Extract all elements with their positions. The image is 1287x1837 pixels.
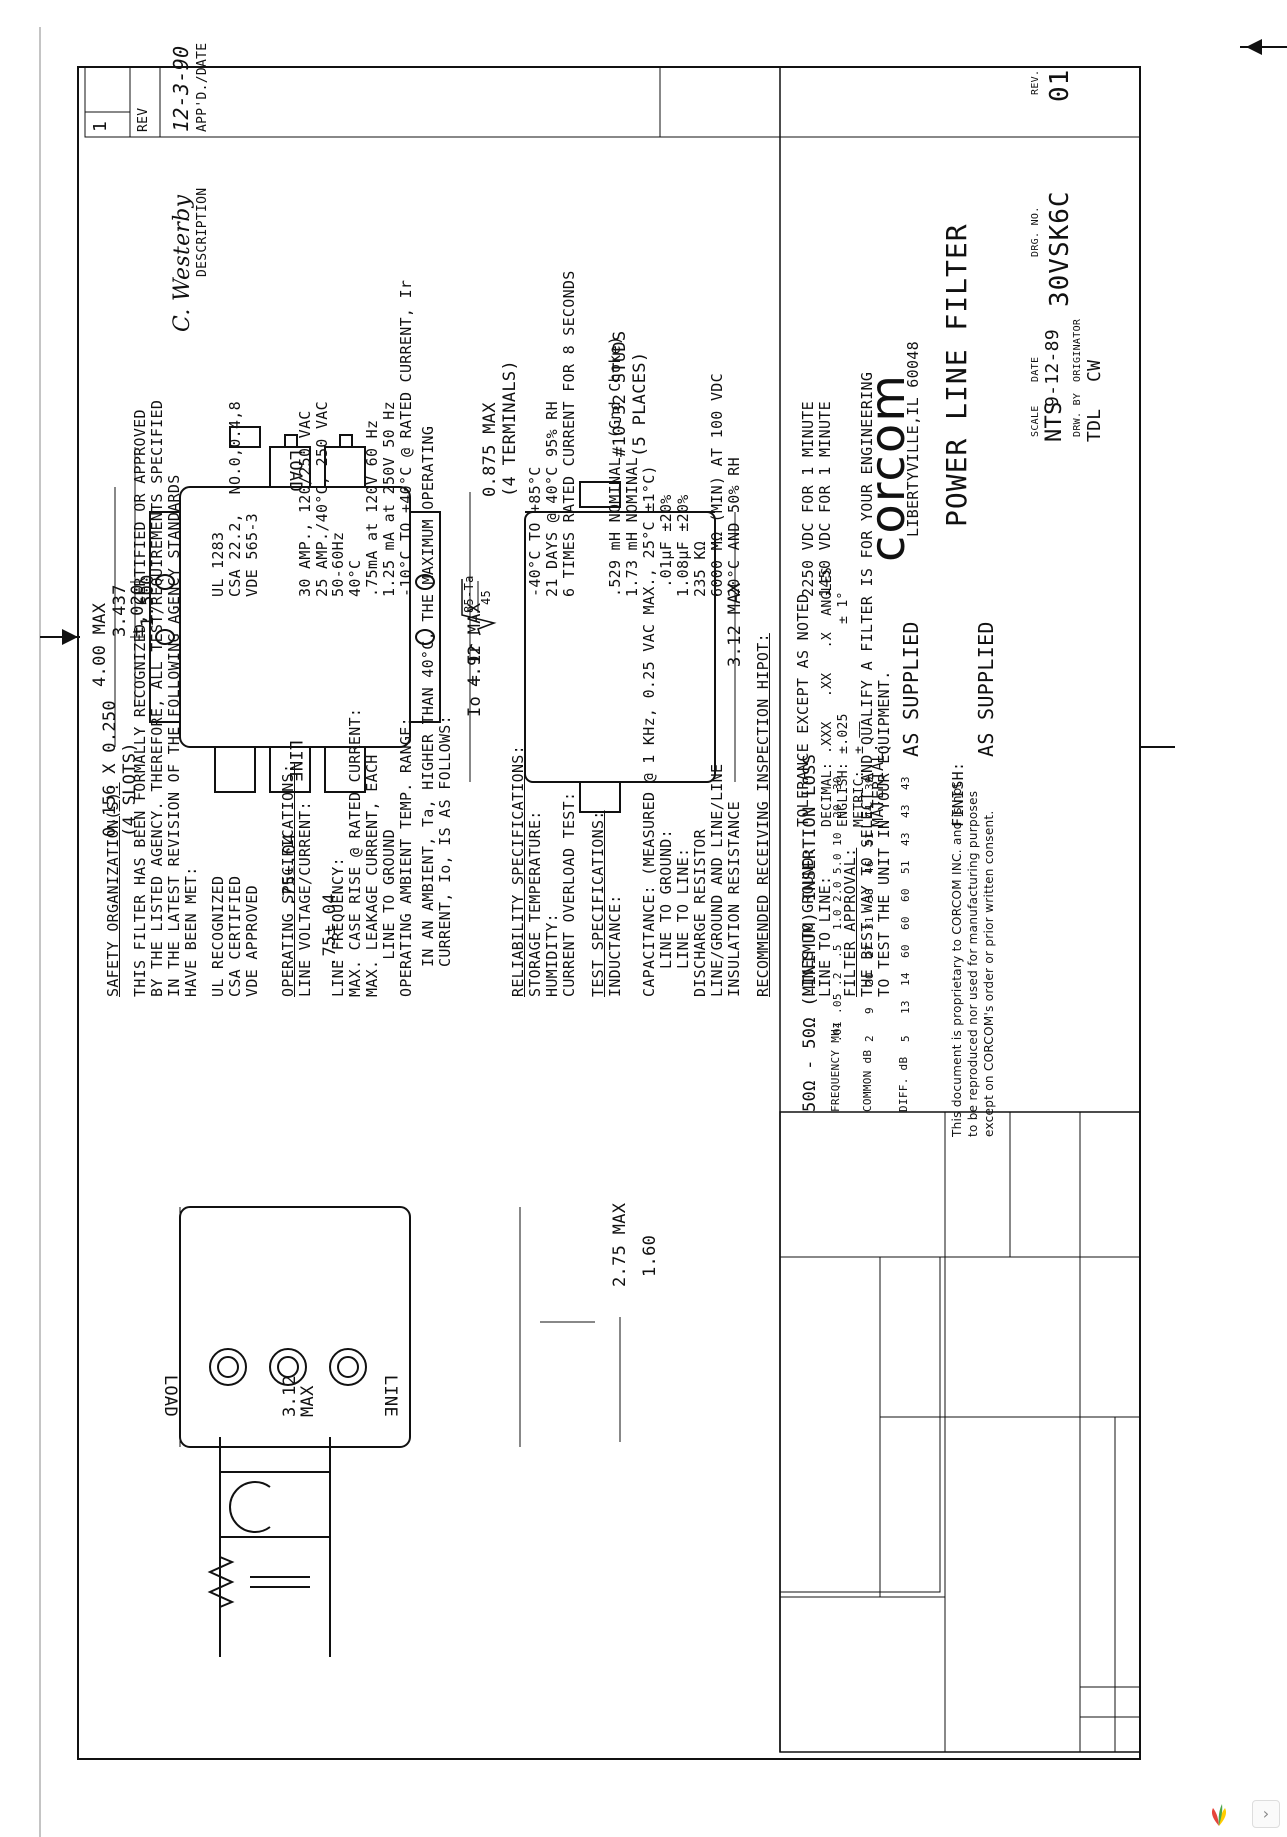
dim-height: 4.92 MAX bbox=[465, 602, 485, 687]
company-address: LIBERTYVILLE,IL 60048 bbox=[904, 341, 922, 537]
il-cell: 5.0 bbox=[831, 853, 844, 874]
tol-line: ENGLISH: ±.025 ± 1° bbox=[836, 591, 851, 827]
rev-date: 12-3-90 bbox=[169, 45, 193, 132]
dim-end-width-unit: MAX bbox=[298, 1385, 318, 1417]
il-cell: 60 bbox=[899, 944, 912, 958]
dwg-label: DRG. NO. bbox=[1030, 206, 1041, 257]
appd-header: APP'D./DATE bbox=[195, 42, 210, 132]
drawn-label: DRW. BY bbox=[1072, 392, 1083, 437]
il-cell: 20 bbox=[831, 804, 844, 818]
next-page-button[interactable]: › bbox=[1252, 1800, 1280, 1828]
dim-studs: #10-32 STUDS bbox=[610, 330, 630, 457]
rev-number: 1 bbox=[90, 120, 111, 132]
agency-value: VDE 565-3 bbox=[243, 513, 261, 597]
op-value: -10°C TO +40°C @ RATED CURRENT, Ir bbox=[397, 279, 415, 597]
dim-studs-note: (5 PLACES) bbox=[630, 351, 650, 457]
agency-label: VDE APPROVED bbox=[243, 885, 261, 997]
il-cell: 13 bbox=[899, 1000, 912, 1014]
il-cell: 38 bbox=[863, 888, 876, 902]
drawing-title: POWER LINE FILTER bbox=[940, 223, 973, 527]
dim-depth: 2.75 MAX bbox=[610, 1202, 630, 1287]
dim-slot-pitch: 1.500 bbox=[138, 574, 158, 627]
drawing-date: 9-12-89 bbox=[1042, 329, 1063, 407]
il-cell: 46 bbox=[863, 860, 876, 874]
finish-value: AS SUPPLIED bbox=[974, 621, 998, 757]
viewer-logo-icon[interactable] bbox=[1204, 1800, 1234, 1830]
approval-line: TO TEST THE UNIT IN YOUR EQUIPMENT. bbox=[875, 670, 893, 997]
dim-stud-off: 1.60 bbox=[640, 1234, 660, 1277]
il-cell: 1.0 bbox=[831, 909, 844, 930]
label-load: LOAD bbox=[285, 449, 306, 492]
dim-slots-note: (4 SLOTS) bbox=[120, 742, 140, 837]
il-cell: 39 bbox=[863, 776, 876, 790]
proprietary-line: This document is proprietary to CORCOM I… bbox=[950, 782, 964, 1138]
proprietary-line: to be reproduced nor used for manufactur… bbox=[966, 790, 980, 1137]
op-label: OPERATING AMBIENT TEMP. RANGE: bbox=[397, 717, 415, 997]
il-cell: 44 bbox=[863, 804, 876, 818]
sqrt-symbol bbox=[461, 579, 497, 636]
il-cell: 9 bbox=[863, 1007, 876, 1014]
il-cell: 43 bbox=[899, 804, 912, 818]
proprietary-line: except on CORCOM's order or prior writte… bbox=[982, 810, 996, 1137]
label-line: LINE bbox=[285, 739, 306, 782]
dim-term-note: (4 TERMINALS) bbox=[500, 360, 520, 497]
il-cell: 30 bbox=[831, 776, 844, 790]
il-title: 50Ω - 50Ω (MINIMUM) INSERTION LOSS bbox=[800, 753, 820, 1112]
il-cell: 43 bbox=[899, 832, 912, 846]
originator: CW bbox=[1084, 359, 1105, 382]
test-label: INSULATION RESISTANCE bbox=[725, 801, 743, 997]
il-cell: 14 bbox=[899, 972, 912, 986]
il-cell: .5 bbox=[831, 944, 844, 958]
scale-value: NTS bbox=[1042, 401, 1067, 442]
il-cell: 5 bbox=[899, 1035, 912, 1042]
rev-header: REV bbox=[136, 107, 151, 132]
signature: C. Westerby bbox=[170, 194, 195, 332]
dim-body-width: 3.12 MAX bbox=[725, 582, 745, 667]
rev-label: REV. bbox=[1030, 69, 1041, 95]
il-cell: 31 bbox=[863, 916, 876, 930]
material-value: AS SUPPLIED bbox=[899, 621, 923, 757]
il-cell: .01 bbox=[831, 1021, 844, 1042]
dim-slots: 0.156 X 0.250 bbox=[100, 700, 120, 837]
dim-term-pitch-1: .75±.04 bbox=[280, 833, 300, 907]
scale-label: SCALE bbox=[1030, 405, 1041, 437]
dim-overall-len: 4.00 MAX bbox=[90, 602, 110, 687]
il-cell: 60 bbox=[899, 888, 912, 902]
drawing-rev: 01 bbox=[1045, 68, 1075, 102]
date-label: DATE bbox=[1030, 356, 1041, 382]
safety-line: HAVE BEEN MET: bbox=[182, 866, 200, 997]
rel-value: 6 TIMES RATED CURRENT FOR 8 SECONDS bbox=[560, 270, 578, 597]
il-cell: 2 bbox=[863, 1035, 876, 1042]
il-common-label: COMMON dB bbox=[861, 1049, 874, 1112]
desc-header: DESCRIPTION bbox=[195, 187, 210, 277]
il-cell: 10 bbox=[831, 832, 844, 846]
il-cell: 60 bbox=[899, 916, 912, 930]
il-cell: .05 bbox=[831, 993, 844, 1014]
il-cell: 20 bbox=[863, 972, 876, 986]
dim-term-len: 0.875 MAX bbox=[480, 402, 500, 497]
il-cell: 2.0 bbox=[831, 881, 844, 902]
test-value: 20°C AND 50% RH bbox=[725, 457, 743, 597]
hipot-heading: RECOMMENDED RECEIVING INSPECTION HIPOT: bbox=[754, 633, 772, 997]
il-cell: 43 bbox=[899, 776, 912, 790]
drawing-number: 30VSK6C bbox=[1045, 190, 1075, 307]
test-label: INDUCTANCE: bbox=[606, 894, 624, 997]
ambient-note-2: CURRENT, Io, IS AS FOLLOWS: bbox=[436, 715, 454, 967]
il-cell: 51 bbox=[863, 832, 876, 846]
il-cell: 27 bbox=[863, 944, 876, 958]
il-cell: .2 bbox=[831, 972, 844, 986]
dim-term-pitch-2: .75±.04 bbox=[320, 893, 340, 967]
rel-label: CURRENT OVERLOAD TEST: bbox=[560, 791, 578, 997]
orig-label: ORIGINATOR bbox=[1072, 318, 1083, 382]
schematic-line: LINE bbox=[380, 1374, 401, 1417]
il-diff-label: DIFF. dB bbox=[897, 1056, 910, 1112]
schematic-load: LOAD bbox=[160, 1374, 181, 1417]
il-cell: 51 bbox=[899, 860, 912, 874]
drawn-by: TDL bbox=[1084, 408, 1105, 442]
